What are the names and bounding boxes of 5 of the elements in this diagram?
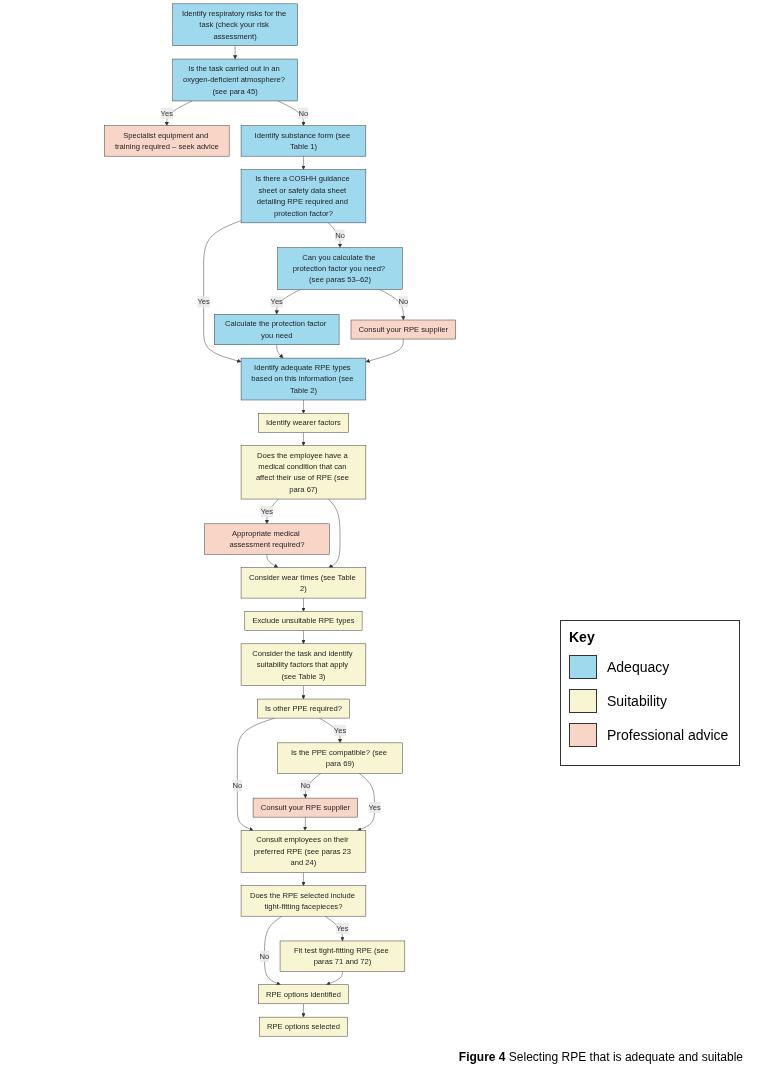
legend-label: Professional advice: [607, 727, 729, 743]
legend-label: Adequacy: [607, 659, 670, 675]
legend-title: Key: [569, 629, 596, 645]
legend-label: Suitability: [607, 693, 667, 709]
figure-caption: Figure 4 Selecting RPE that is adequate and suitable: [458, 1050, 743, 1064]
